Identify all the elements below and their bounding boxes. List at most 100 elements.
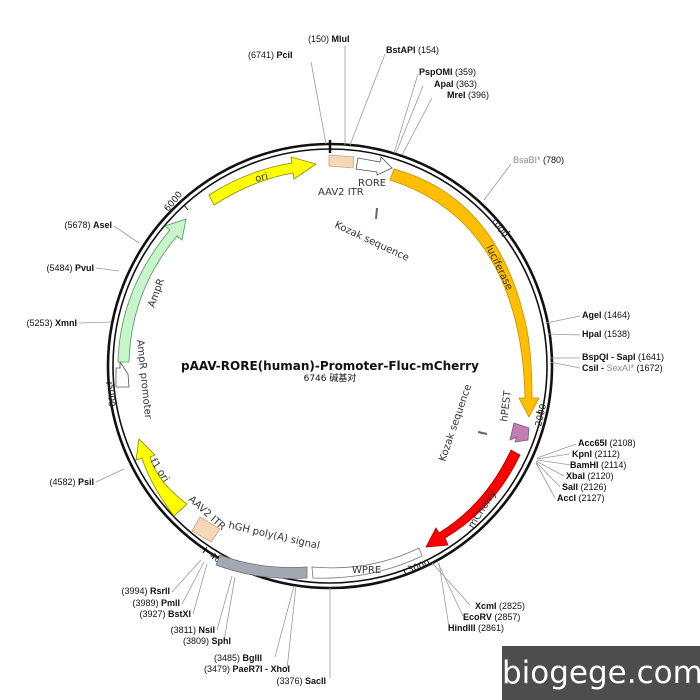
site-name: HindIII <box>448 623 476 633</box>
aav2-itr-feature <box>328 154 355 169</box>
site-name: AccI <box>557 493 576 503</box>
site-label-mrei: MreI (396) <box>447 90 489 100</box>
restriction-sites: (150) MluI (6741) PciI BstAPI (154) PspO… <box>26 34 664 686</box>
site-label-bamhi: BamHI (2114) <box>570 460 626 470</box>
site-name: PspOMI <box>419 67 453 77</box>
site-name: PciI <box>277 50 293 60</box>
site-name: NsiI <box>198 625 215 635</box>
feature-label-ampr-promoter: AmpR promoter <box>134 339 153 420</box>
site-pos: (5484) <box>46 263 72 273</box>
site-label-xmni: (5253) XmnI <box>26 318 77 328</box>
luciferase-feature <box>389 168 540 418</box>
site-name: PmlI <box>161 598 180 608</box>
kozak-feature-1 <box>375 207 378 220</box>
site-pos: (3479) <box>204 664 230 674</box>
site-label-acci: AccI (2127) <box>557 493 605 503</box>
site-name: XcmI <box>475 601 497 611</box>
site-pos: (1641) <box>638 352 664 362</box>
site-pos: (2108) <box>610 438 636 448</box>
site-label-asei: (5678) AseI <box>64 220 112 230</box>
site-pos: (2861) <box>478 623 504 633</box>
site-pos: (4582) <box>49 477 75 487</box>
site-pos: (2126) <box>581 482 607 492</box>
site-pos: (2112) <box>595 449 620 459</box>
site-label-sacii: (3376) SacII <box>276 676 326 686</box>
site-label-pmli: (3989) PmlI <box>132 598 180 608</box>
feature-label-ori: ori <box>254 171 269 185</box>
site-pos: (5253) <box>26 318 52 328</box>
site-label-nsii: (3811) NsiI <box>171 625 215 635</box>
site-name: BstXI <box>168 609 191 619</box>
site-label-sphi: (3809) SphI <box>183 636 231 646</box>
tick-label: 1000 <box>488 216 510 241</box>
site-pos: (1672) <box>637 363 663 373</box>
feature-label-kozak-2: Kozak sequence <box>437 383 474 463</box>
mcherry-feature <box>425 449 521 548</box>
site-name: BamHI <box>570 460 599 470</box>
leader-lines <box>78 46 581 678</box>
site-pos: (3811) <box>171 625 196 635</box>
feature-label-hpest: hPEST <box>499 389 514 422</box>
site-name: BglII <box>243 653 263 663</box>
site-label-bspqi-sapi: BspQI - SapI (1641) <box>582 352 664 362</box>
features <box>115 154 540 579</box>
site-label-csii-sexai: CsiI - SexAI* (1672) <box>582 363 663 373</box>
rore-feature <box>355 156 393 176</box>
aav2-itr-feature-2 <box>191 516 221 543</box>
site-name: SalI <box>562 482 578 492</box>
site-label-hpai: HpaI (1538) <box>582 329 630 339</box>
site-label-sali: SalI (2126) <box>562 482 607 492</box>
site-label-mlui: (150) MluI <box>308 34 350 44</box>
site-name: AgeI <box>582 310 602 320</box>
site-pos: (6741) <box>248 50 274 60</box>
site-name: XmnI <box>55 318 77 328</box>
site-pos: (150) <box>308 34 329 44</box>
site-name: XbaI <box>566 471 585 481</box>
site-pos: (2127) <box>579 493 605 503</box>
site-label-pspomi: PspOMI (359) <box>419 67 476 77</box>
plasmid-size: 6746 碱基对 <box>304 372 357 384</box>
site-label-kpni: KpnI (2112) <box>572 449 620 459</box>
site-label-hindiii: HindIII (2861) <box>448 623 504 633</box>
f1-ori-feature <box>135 438 188 517</box>
site-name: RsrII <box>150 586 170 596</box>
site-label-agei: AgeI (1464) <box>582 310 630 320</box>
wpre-feature <box>311 547 423 579</box>
site-pos: (3809) <box>183 636 209 646</box>
feature-label-aav2-itr: AAV2 ITR <box>318 187 364 198</box>
site-pos: (154) <box>418 45 439 55</box>
site-label-xcmi: XcmI (2825) <box>475 601 525 611</box>
site-label-paer7i-xhoi: (3479) PaeR7I - XhoI <box>204 664 290 674</box>
site-pos: (3927) <box>139 609 165 619</box>
ampr-feature <box>117 218 187 363</box>
site-name: KpnI <box>572 449 592 459</box>
site-label-psii: (4582) PsiI <box>49 477 94 487</box>
plasmid-title: pAAV-RORE(human)-Promoter-Fluc-mCherry <box>181 359 479 373</box>
site-name: BspQI - SapI <box>582 352 636 362</box>
site-name: EcoRV <box>463 612 492 622</box>
ori-feature <box>208 156 317 206</box>
site-label-pcii: (6741) PciI <box>248 50 293 60</box>
site-label-xbai: XbaI (2120) <box>566 471 614 481</box>
site-pos: (2857) <box>494 612 520 622</box>
site-label-bstxi: (3927) BstXI <box>139 609 191 619</box>
site-label-rsrii: (3994) RsrII <box>121 586 170 596</box>
feature-label-rore: RORE <box>358 178 386 189</box>
site-pos: (1464) <box>604 310 630 320</box>
feature-label-ampr: AmpR <box>146 277 167 309</box>
site-name: BsaBI* <box>513 155 541 165</box>
site-label-bsabi: BsaBI* (780) <box>513 155 564 165</box>
site-pos: (363) <box>456 79 477 89</box>
hpest-feature <box>509 422 530 443</box>
site-pos: (2120) <box>588 471 614 481</box>
site-label-pvui: (5484) PvuI <box>46 263 94 273</box>
site-label-apai: ApaI (363) <box>434 79 477 89</box>
site-pos: (2114) <box>601 460 626 470</box>
site-name: Acc65I <box>578 438 607 448</box>
site-pos: (3376) <box>276 676 302 686</box>
site-name: HpaI <box>582 329 602 339</box>
feature-label-hgh: hGH poly(A) signal <box>227 520 320 552</box>
site-name: AseI <box>93 220 112 230</box>
site-name-extra: SexAI* <box>607 363 635 373</box>
